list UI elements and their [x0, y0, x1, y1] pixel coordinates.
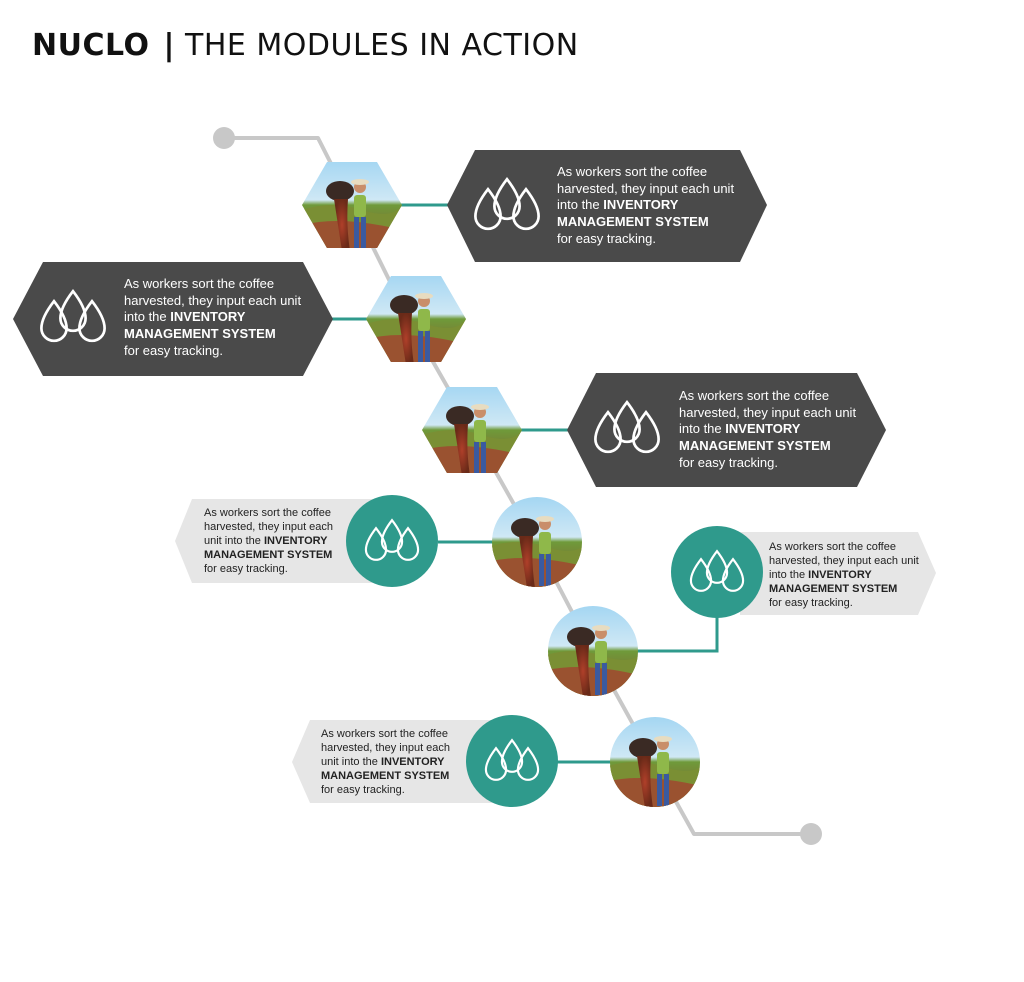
callout-5-shape [740, 532, 936, 615]
callout-2-text: As workers sort the coffee harvested, th… [124, 276, 319, 359]
callout-text-pre: As workers sort the coffee harvested, th… [769, 541, 919, 582]
callout-text-bold: INVENTORY MANAGEMENT SYSTEM [769, 569, 898, 596]
callout-1-text: As workers sort the coffee harvested, th… [557, 164, 747, 247]
callout-text-post: for easy tracking. [679, 454, 778, 470]
brand-name: NUCLO [32, 28, 150, 63]
timeline-end-dot [800, 823, 822, 845]
callout-text-post: for easy tracking. [204, 563, 288, 576]
callout-text-bold: INVENTORY MANAGEMENT SYSTEM [204, 535, 333, 562]
callout-6-shape [292, 720, 512, 803]
callout-3-shape [567, 373, 886, 487]
callout-text-pre: As workers sort the coffee harvested, th… [204, 507, 334, 548]
callout-text-bold: INVENTORY MANAGEMENT SYSTEM [679, 421, 831, 453]
callout-5-text: As workers sort the coffee harvested, th… [769, 540, 924, 610]
callout-text-bold: INVENTORY MANAGEMENT SYSTEM [321, 756, 450, 783]
callout-text-post: for easy tracking. [557, 230, 656, 246]
photo-node-3 [422, 387, 522, 473]
photo-node-4 [492, 497, 582, 587]
callout-text-pre: As workers sort the coffee harvested, th… [124, 276, 302, 325]
callout-text-post: for easy tracking. [124, 342, 223, 358]
callout-4-shape [175, 499, 395, 583]
photo-node-6 [610, 717, 700, 807]
step-5-icon-circle [671, 526, 763, 618]
callout-text-pre: As workers sort the coffee harvested, th… [321, 728, 451, 769]
title-separator: | [163, 28, 176, 63]
timeline-start-dot [213, 127, 235, 149]
callout-4-text: As workers sort the coffee harvested, th… [204, 506, 349, 576]
page-subtitle: THE MODULES IN ACTION [185, 28, 579, 63]
step-6-icon-circle [466, 715, 558, 807]
callout-1-shape [447, 150, 767, 262]
callout-text-post: for easy tracking. [769, 597, 853, 610]
step-4-icon-circle [346, 495, 438, 587]
photo-node-1 [302, 162, 402, 248]
page-title: NUCLO | THE MODULES IN ACTION [32, 28, 579, 63]
connector-5 [637, 614, 719, 653]
callout-text-post: for easy tracking. [321, 784, 405, 797]
callout-text-pre: As workers sort the coffee harvested, th… [679, 388, 857, 437]
photo-node-5 [548, 606, 638, 696]
callout-2-shape [13, 262, 333, 376]
callout-6-text: As workers sort the coffee harvested, th… [321, 727, 466, 797]
photo-node-2 [366, 276, 466, 362]
callout-text-bold: INVENTORY MANAGEMENT SYSTEM [557, 197, 709, 229]
callout-text-bold: INVENTORY MANAGEMENT SYSTEM [124, 309, 276, 341]
callout-3-text: As workers sort the coffee harvested, th… [679, 388, 869, 471]
callout-text-pre: As workers sort the coffee harvested, th… [557, 164, 735, 213]
